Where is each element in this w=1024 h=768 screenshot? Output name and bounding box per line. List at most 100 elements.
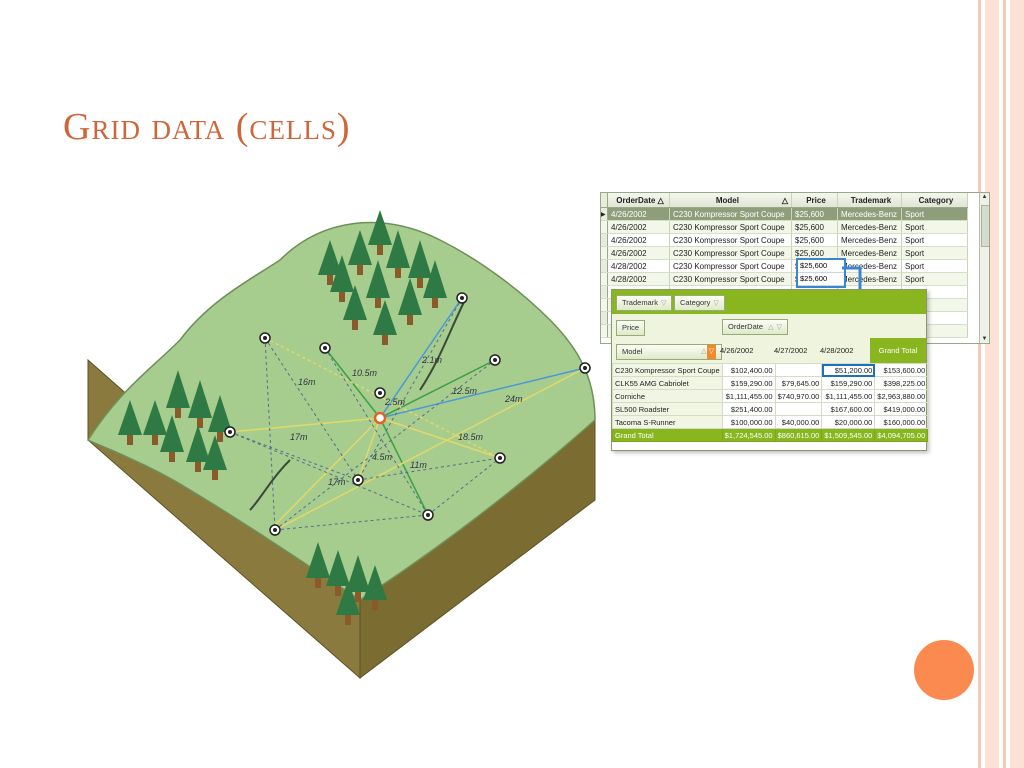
pivot-cell[interactable]: $860,615.00 bbox=[774, 428, 823, 442]
field-button-price[interactable]: Price bbox=[616, 320, 646, 336]
filter-icon[interactable]: ▽ bbox=[706, 345, 716, 359]
field-button-category[interactable]: Category▽ bbox=[674, 295, 725, 311]
table-cell[interactable]: Sport bbox=[901, 220, 968, 234]
scroll-thumb[interactable] bbox=[981, 205, 989, 247]
row-indicator bbox=[601, 233, 608, 247]
pivot-grid[interactable]: Trademark▽ Category▽ Price OrderDate △▽ … bbox=[611, 289, 929, 451]
field-button-trademark[interactable]: Trademark▽ bbox=[616, 295, 673, 311]
vertical-scrollbar[interactable]: ▲ ▼ bbox=[979, 193, 989, 343]
pivot-cell[interactable]: $159,290.00 bbox=[821, 376, 876, 390]
pivot-cell[interactable]: $251,400.00 bbox=[721, 402, 776, 416]
pivot-row-label[interactable]: Corniche bbox=[612, 389, 723, 403]
pivot-row-label[interactable]: Tacoma S-Runner bbox=[612, 415, 723, 429]
field-button-model[interactable]: Model▽△ bbox=[616, 344, 722, 360]
pivot-cell[interactable]: $1,111,455.00 bbox=[721, 389, 776, 403]
table-cell[interactable]: Sport bbox=[901, 272, 968, 286]
table-cell[interactable]: Mercedes-Benz bbox=[837, 220, 902, 234]
table-cell[interactable]: $25,600 bbox=[791, 207, 838, 221]
table-cell[interactable]: $25,600 bbox=[791, 233, 838, 247]
table-cell[interactable]: Mercedes-Benz bbox=[837, 246, 902, 260]
table-cell[interactable]: 4/28/2002 bbox=[607, 272, 670, 286]
pivot-cell[interactable]: $102,400.00 bbox=[721, 363, 776, 377]
table-cell[interactable]: Mercedes-Benz bbox=[837, 207, 902, 221]
table-cell[interactable]: $25,600 bbox=[791, 246, 838, 260]
column-header-category[interactable]: Category bbox=[901, 193, 968, 208]
table-cell[interactable]: Mercedes-Benz bbox=[837, 259, 902, 273]
column-header-trademark[interactable]: Trademark bbox=[837, 193, 902, 208]
pivot-cell[interactable]: $2,963,880.00 bbox=[874, 389, 929, 403]
pivot-row-label[interactable]: CLK55 AMG Cabriolet bbox=[612, 376, 723, 390]
column-header-orderdate[interactable]: OrderDate △ bbox=[607, 193, 670, 208]
table-cell[interactable]: C230 Kompressor Sport Coupe bbox=[669, 207, 792, 221]
field-button-orderdate[interactable]: OrderDate △▽ bbox=[722, 319, 788, 335]
table-cell[interactable]: C230 Kompressor Sport Coupe bbox=[669, 246, 792, 260]
pivot-row[interactable]: C230 Kompressor Sport Coupe$102,400.00 $5… bbox=[612, 363, 929, 377]
table-cell[interactable]: 4/26/2002 bbox=[607, 207, 670, 221]
table-cell[interactable]: Sport bbox=[901, 246, 968, 260]
pivot-cell[interactable]: $1,111,455.00 bbox=[821, 389, 876, 403]
pivot-row[interactable]: CLK55 AMG Cabriolet$159,290.00$79,645.00… bbox=[612, 376, 929, 390]
pivot-cell[interactable]: $167,600.00 bbox=[821, 402, 876, 416]
table-cell[interactable]: 4/26/2002 bbox=[607, 220, 670, 234]
pivot-row[interactable]: Grand Total$1,724,545.00$860,615.00$1,50… bbox=[612, 428, 929, 442]
column-header-model[interactable]: Model △ bbox=[669, 193, 792, 208]
pivot-cell[interactable]: $4,094,705.00 bbox=[874, 428, 929, 442]
table-cell[interactable]: C230 Kompressor Sport Coupe bbox=[669, 220, 792, 234]
table-cell[interactable]: $25,600 bbox=[791, 220, 838, 234]
row-indicator bbox=[601, 259, 608, 273]
scroll-up-icon[interactable]: ▲ bbox=[981, 194, 988, 200]
pivot-cell[interactable]: $100,000.00 bbox=[721, 415, 776, 429]
pivot-cell[interactable]: $160,000.00 bbox=[874, 415, 929, 429]
table-cell[interactable]: 4/28/2002 bbox=[607, 259, 670, 273]
table-cell[interactable]: 4/26/2002 bbox=[607, 246, 670, 260]
row-indicator bbox=[601, 311, 608, 325]
pivot-cell[interactable]: $20,000.00 bbox=[821, 415, 876, 429]
decor-stripe bbox=[978, 0, 981, 768]
table-cell[interactable]: C230 Kompressor Sport Coupe bbox=[669, 259, 792, 273]
pivot-cell[interactable]: $1,509,545.00 bbox=[821, 428, 876, 442]
sort-asc-icon: △ bbox=[781, 195, 788, 205]
table-cell[interactable]: Sport bbox=[901, 207, 968, 221]
pivot-cell[interactable]: $79,645.00 bbox=[774, 376, 823, 390]
table-cell[interactable]: C230 Kompressor Sport Coupe bbox=[669, 272, 792, 286]
pivot-cell[interactable]: $159,290.00 bbox=[721, 376, 776, 390]
pivot-data-table: C230 Kompressor Sport Coupe$102,400.00 $5… bbox=[612, 363, 929, 442]
pivot-cell[interactable]: $419,000.00 bbox=[874, 402, 929, 416]
row-indicator bbox=[601, 285, 608, 299]
pivot-row-label[interactable]: Grand Total bbox=[612, 428, 723, 442]
pivot-cell[interactable] bbox=[774, 363, 823, 377]
pivot-cell[interactable]: $398,225.00 bbox=[874, 376, 929, 390]
pivot-cell[interactable]: $40,000.00 bbox=[774, 415, 823, 429]
pivot-cell[interactable] bbox=[774, 402, 823, 416]
pivot-row[interactable]: Corniche$1,111,455.00$740,970.00$1,111,4… bbox=[612, 389, 929, 403]
row-indicator bbox=[601, 246, 608, 260]
pivot-cell[interactable]: $1,724,545.00 bbox=[721, 428, 776, 442]
pivot-cell[interactable]: $740,970.00 bbox=[774, 389, 823, 403]
table-cell[interactable]: Mercedes-Benz bbox=[837, 272, 902, 286]
scroll-down-icon[interactable]: ▼ bbox=[981, 336, 988, 342]
decor-stripe bbox=[1010, 0, 1024, 768]
pivot-row-label[interactable]: C230 Kompressor Sport Coupe bbox=[612, 363, 723, 377]
pivot-row-label[interactable]: SL500 Roadster bbox=[612, 402, 723, 416]
table-cell[interactable]: C230 Kompressor Sport Coupe bbox=[669, 233, 792, 247]
table-cell[interactable]: 4/26/2002 bbox=[607, 233, 670, 247]
current-row-indicator-icon: ▶ bbox=[601, 207, 608, 221]
pivot-row[interactable]: SL500 Roadster$251,400.00 $167,600.00$419… bbox=[612, 402, 929, 416]
table-cell[interactable]: Sport bbox=[901, 233, 968, 247]
distance-label: 2.1m bbox=[421, 355, 443, 365]
pivot-row[interactable]: Tacoma S-Runner$100,000.00$40,000.00$20,… bbox=[612, 415, 929, 429]
table-cell[interactable]: Sport bbox=[901, 259, 968, 273]
table-cell[interactable]: Mercedes-Benz bbox=[837, 233, 902, 247]
chevron-down-icon: ▽ bbox=[660, 300, 667, 307]
pivot-cell[interactable]: $51,200.00 bbox=[821, 363, 876, 377]
distance-label: 10.5m bbox=[352, 368, 378, 378]
distance-label: 18.5m bbox=[458, 432, 484, 442]
pivot-cell[interactable]: $153,600.00 bbox=[874, 363, 929, 377]
column-header-price[interactable]: Price bbox=[791, 193, 838, 208]
